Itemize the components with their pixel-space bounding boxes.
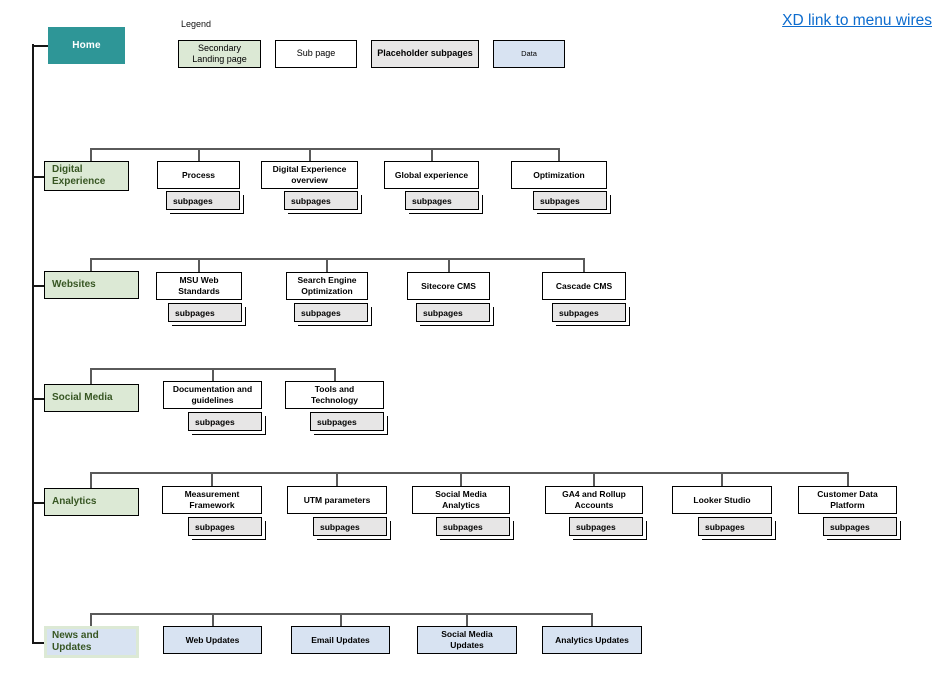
section-node-websites[interactable]: Websites: [44, 271, 139, 299]
child-riser-line: [211, 472, 213, 486]
subpages-node[interactable]: subpages: [294, 303, 368, 322]
child-riser-line: [466, 613, 468, 626]
branch-bus-line: [90, 258, 585, 260]
page-node-social-media-updates[interactable]: Social Media Updates: [417, 626, 517, 654]
tree-spine-line: [32, 44, 34, 642]
legend-item-data: Data: [493, 40, 565, 68]
child-riser-line: [211, 368, 214, 381]
page-node-ga4-and-rollup-accounts[interactable]: GA4 and Rollup Accounts: [545, 486, 643, 514]
subpages-node[interactable]: subpages: [416, 303, 490, 322]
subpages-node[interactable]: subpages: [284, 191, 358, 210]
subpages-node[interactable]: subpages: [533, 191, 607, 210]
child-riser-line: [593, 472, 595, 486]
child-riser-line: [198, 258, 200, 272]
child-riser-line: [211, 613, 214, 626]
child-riser-line: [339, 613, 342, 626]
page-node-analytics-updates[interactable]: Analytics Updates: [542, 626, 642, 654]
subpages-node[interactable]: subpages: [823, 517, 897, 536]
xd-menu-wires-link[interactable]: XD link to menu wires: [782, 12, 932, 29]
branch-bus-line: [90, 472, 849, 474]
subpages-node[interactable]: subpages: [698, 517, 772, 536]
legend-item-placeholder-subpages: Placeholder subpages: [371, 40, 479, 68]
section-node-social-media[interactable]: Social Media: [44, 384, 139, 412]
section-riser-line: [90, 368, 92, 384]
section-riser-line: [90, 258, 92, 271]
subpages-node[interactable]: subpages: [188, 412, 262, 431]
subpages-node[interactable]: subpages: [313, 517, 387, 536]
section-node-digital-experience[interactable]: Digital Experience: [44, 161, 129, 191]
branch-bus-line: [90, 613, 593, 615]
child-riser-line: [197, 148, 200, 161]
child-riser-line: [326, 258, 328, 272]
section-node-analytics[interactable]: Analytics: [44, 488, 139, 516]
child-riser-line: [558, 148, 560, 161]
section-node-news-and-updates[interactable]: News and Updates: [44, 626, 139, 658]
section-riser-line: [90, 472, 92, 488]
branch-bus-line: [90, 148, 560, 150]
page-node-email-updates[interactable]: Email Updates: [291, 626, 390, 654]
page-node-global-experience[interactable]: Global experience: [384, 161, 479, 189]
child-riser-line: [430, 148, 433, 161]
subpages-node[interactable]: subpages: [168, 303, 242, 322]
page-node-process[interactable]: Process: [157, 161, 240, 189]
page-node-measurement-framework[interactable]: Measurement Framework: [162, 486, 262, 514]
page-node-social-media-analytics[interactable]: Social Media Analytics: [412, 486, 510, 514]
page-node-tools-and-technology[interactable]: Tools and Technology: [285, 381, 384, 409]
legend-item-sub-page: Sub page: [275, 40, 357, 68]
child-riser-line: [447, 258, 450, 272]
legend-item-secondary-landing-page: Secondary Landing page: [178, 40, 261, 68]
subpages-node[interactable]: subpages: [166, 191, 240, 210]
subpages-node[interactable]: subpages: [310, 412, 384, 431]
subpages-node[interactable]: subpages: [569, 517, 643, 536]
subpages-node[interactable]: subpages: [188, 517, 262, 536]
page-node-digital-experience-overview[interactable]: Digital Experience overview: [261, 161, 358, 189]
section-connector-line: [32, 398, 44, 400]
section-riser-line: [90, 148, 92, 161]
section-connector-line: [32, 502, 44, 504]
page-node-msu-web-standards[interactable]: MSU Web Standards: [156, 272, 242, 300]
page-node-looker-studio[interactable]: Looker Studio: [672, 486, 772, 514]
section-connector-line: [32, 176, 44, 178]
page-node-optimization[interactable]: Optimization: [511, 161, 607, 189]
legend-title: Legend: [181, 19, 212, 29]
child-riser-line: [721, 472, 723, 486]
subpages-node[interactable]: subpages: [552, 303, 626, 322]
child-riser-line: [591, 613, 593, 626]
page-node-search-engine-optimization[interactable]: Search Engine Optimization: [286, 272, 368, 300]
child-riser-line: [336, 472, 338, 486]
page-node-sitecore-cms[interactable]: Sitecore CMS: [407, 272, 490, 300]
page-node-utm-parameters[interactable]: UTM parameters: [287, 486, 387, 514]
home-connector-line: [32, 45, 48, 47]
home-node[interactable]: Home: [48, 27, 125, 64]
subpages-node[interactable]: subpages: [405, 191, 479, 210]
page-node-cascade-cms[interactable]: Cascade CMS: [542, 272, 626, 300]
child-riser-line: [583, 258, 585, 272]
child-riser-line: [460, 472, 462, 486]
page-node-customer-data-platform[interactable]: Customer Data Platform: [798, 486, 897, 514]
child-riser-line: [846, 472, 849, 486]
page-node-documentation-and-guidelines[interactable]: Documentation and guidelines: [163, 381, 262, 409]
child-riser-line: [308, 148, 311, 161]
section-connector-line: [32, 642, 44, 644]
child-riser-line: [333, 368, 336, 381]
section-riser-line: [90, 613, 92, 626]
section-connector-line: [32, 285, 44, 287]
subpages-node[interactable]: subpages: [436, 517, 510, 536]
page-node-web-updates[interactable]: Web Updates: [163, 626, 262, 654]
